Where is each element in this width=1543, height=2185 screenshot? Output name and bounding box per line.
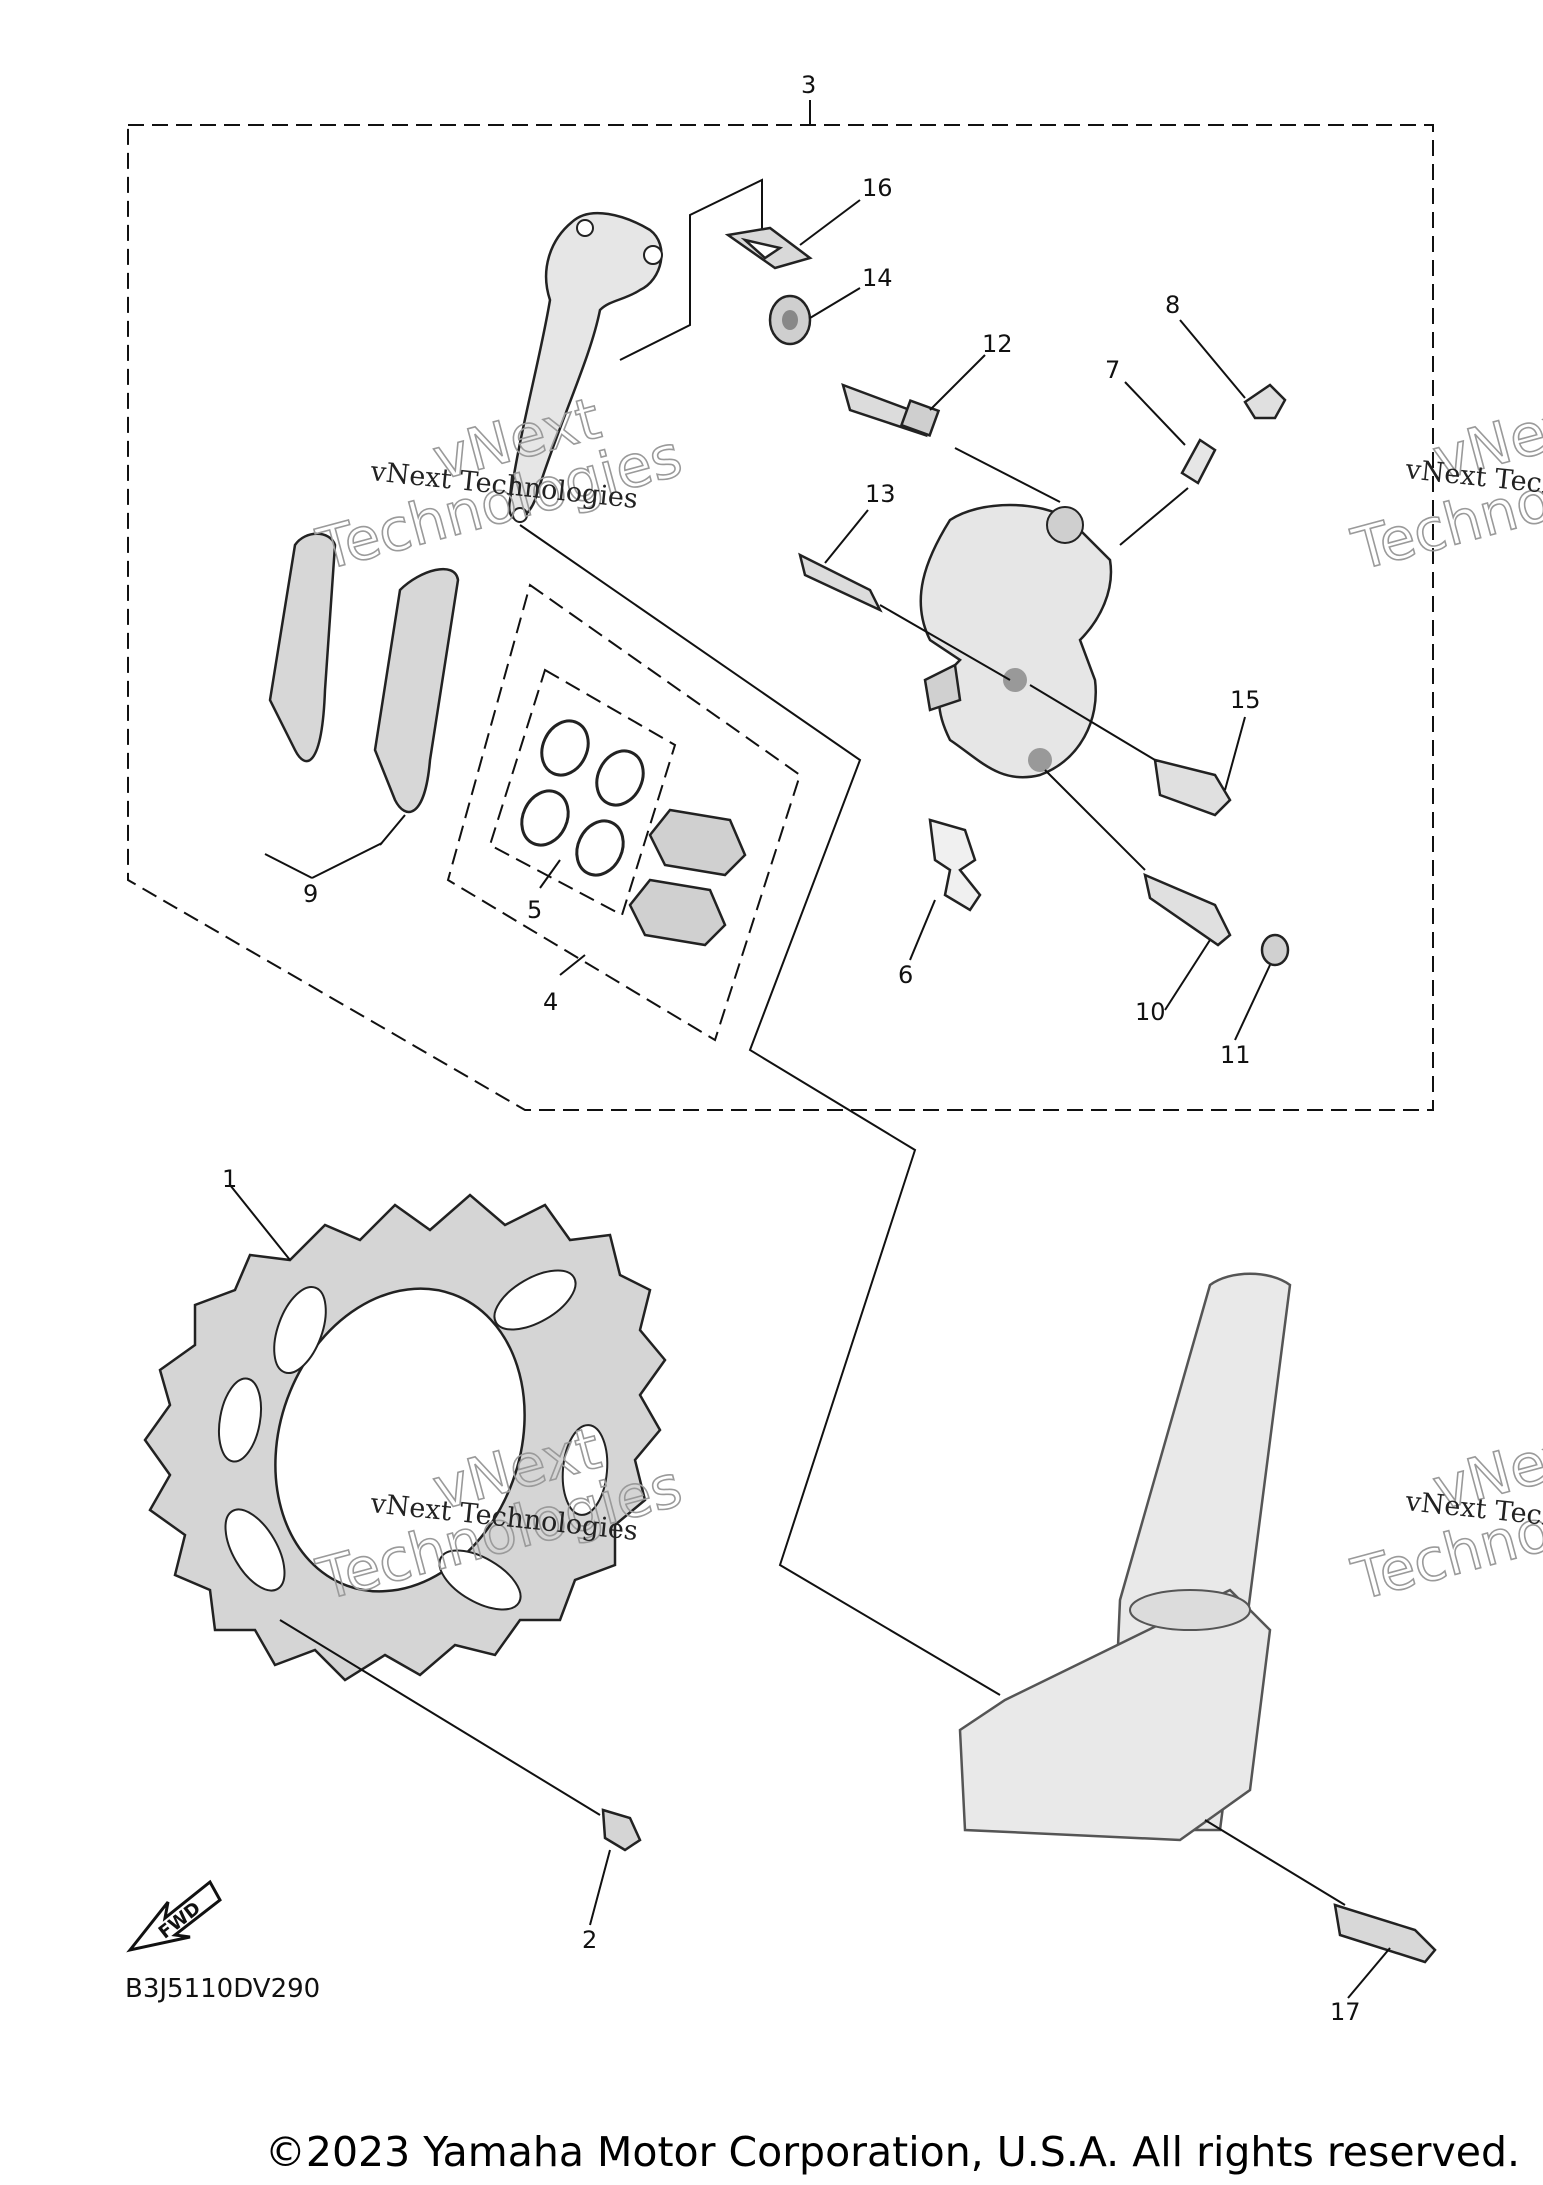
callout-2: 2	[582, 1926, 597, 1954]
plug-15	[1153, 758, 1232, 817]
seal-kit-boundary	[446, 583, 802, 1042]
front-fork	[958, 1272, 1292, 1842]
caliper-assembly-boundary	[127, 124, 1434, 1111]
piston-seals-5	[520, 719, 645, 877]
callout-9: 9	[303, 880, 318, 908]
callout-leaders	[229, 199, 1391, 1999]
callout-5: 5	[527, 896, 542, 924]
callout-17: 17	[1330, 1998, 1361, 2026]
bleed-cap-8	[1243, 383, 1287, 420]
callout-4: 4	[543, 988, 558, 1016]
callout-12: 12	[982, 330, 1013, 358]
callout-16: 16	[862, 174, 893, 202]
callout-3: 3	[801, 71, 816, 99]
cap-11	[1260, 933, 1290, 967]
bleed-screw-7	[1180, 438, 1217, 485]
boot-14	[768, 294, 812, 346]
forward-arrow-icon: FWD	[126, 1879, 222, 1953]
piston-seal-boundary	[488, 668, 677, 917]
watermark-group-top-right: vNext Technologies vNext Technologies	[1344, 383, 1543, 584]
brake-pad-kit-9	[268, 532, 460, 814]
copyright-notice: ©2023 Yamaha Motor Corporation, U.S.A. A…	[264, 2128, 1520, 2176]
bolt-10	[1143, 872, 1232, 947]
callout-13: 13	[865, 480, 896, 508]
caliper-body	[919, 503, 1113, 779]
pin-12	[841, 382, 941, 438]
diagram-code: B3J5110DV290	[125, 1974, 320, 2004]
watermark-group-bottom-right: vNext Technologies vNext Technologies	[1344, 1413, 1543, 1614]
caliper-bracket	[507, 211, 663, 523]
pad-support-16	[724, 226, 813, 270]
callout-1: 1	[222, 1165, 237, 1193]
callout-6: 6	[898, 961, 913, 989]
callout-14: 14	[862, 264, 893, 292]
callout-10: 10	[1135, 998, 1166, 1026]
disc-bolt-2	[601, 1808, 642, 1852]
callout-15: 15	[1230, 686, 1261, 714]
brake-disc-1	[143, 1193, 667, 1682]
callout-7: 7	[1105, 356, 1120, 384]
pin-13	[798, 552, 883, 613]
callout-11: 11	[1220, 1041, 1251, 1069]
axle-holder-bolt-17	[1333, 1903, 1437, 1964]
pistons-4	[628, 808, 747, 947]
pad-spring-6	[928, 818, 982, 912]
callout-8: 8	[1165, 291, 1180, 319]
watermark-group-top-left: vNext Technologies vNext Technologies	[309, 383, 689, 584]
